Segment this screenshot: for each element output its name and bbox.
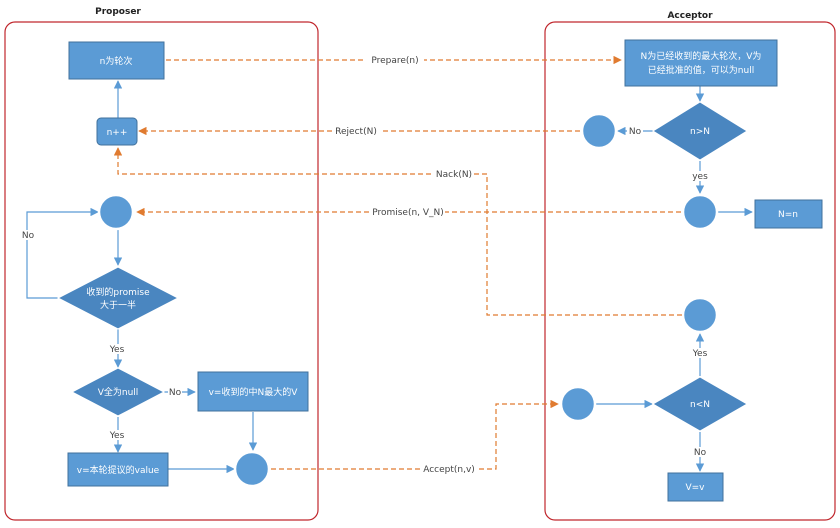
flow-promise-no-loop bbox=[26, 207, 99, 299]
set-N-label: N=n bbox=[778, 210, 798, 220]
increment-box-label: n++ bbox=[107, 128, 128, 138]
acceptor-nack-node bbox=[681, 296, 719, 334]
accept-compare-label: n<N bbox=[690, 400, 710, 410]
accept-compare-decision bbox=[651, 376, 749, 432]
accept-yes-label: Yes bbox=[692, 349, 708, 359]
acceptor-lane-title: Acceptor bbox=[667, 11, 713, 21]
promise-majority-decision bbox=[56, 266, 180, 330]
acceptor-state-label-1: N为已经收到的最大轮次，V为 bbox=[641, 50, 762, 62]
reject-message-label: Reject(N) bbox=[335, 127, 377, 137]
null-check-label: V全为null bbox=[98, 386, 139, 398]
promise-yes-label: Yes bbox=[109, 345, 125, 355]
acceptor-reject-node bbox=[580, 112, 618, 150]
proposer-lane-title: Proposer bbox=[95, 7, 141, 17]
acceptor-accept-node bbox=[559, 385, 597, 423]
set-v-max-label: v=收到的中N最大的V bbox=[209, 386, 299, 398]
set-V-box bbox=[667, 472, 724, 502]
acceptor-state-label-2: 已经批准的值，可以为null bbox=[648, 64, 754, 76]
increment-box bbox=[96, 117, 138, 146]
accept-no-label: No bbox=[694, 448, 707, 458]
accept-message-line bbox=[271, 399, 559, 470]
promise-check-label-1: 收到的promise bbox=[86, 286, 150, 298]
nack-message-label: Nack(N) bbox=[436, 170, 472, 180]
round-box-label: n为轮次 bbox=[100, 55, 133, 67]
prepare-message-label: Prepare(n) bbox=[371, 56, 418, 66]
prepare-compare-decision bbox=[652, 101, 748, 161]
proposer-receive-node bbox=[97, 193, 135, 231]
promise-no-label: No bbox=[22, 231, 35, 241]
compare-yes-label: yes bbox=[692, 172, 708, 182]
set-v-own-box bbox=[67, 452, 169, 487]
null-yes-label: Yes bbox=[109, 431, 125, 441]
promise-message-label: Promise(n, V_N) bbox=[372, 208, 444, 218]
null-check-decision bbox=[70, 367, 166, 417]
nack-message-line bbox=[113, 147, 682, 316]
set-v-own-label: v=本轮提议的value bbox=[77, 464, 160, 476]
acceptor-promise-node bbox=[681, 193, 719, 231]
proposer-send-accept-node bbox=[233, 450, 271, 488]
round-box bbox=[68, 41, 165, 80]
acceptor-state-box bbox=[624, 39, 778, 87]
proposer-lane bbox=[4, 21, 319, 521]
prepare-compare-label: n>N bbox=[690, 127, 710, 137]
acceptor-lane bbox=[544, 21, 836, 521]
accept-message-label: Accept(n,v) bbox=[423, 465, 475, 475]
null-no-label: No bbox=[169, 388, 182, 398]
set-V-label: V=v bbox=[685, 483, 705, 493]
set-v-max-box bbox=[197, 371, 309, 412]
promise-check-label-2: 大于一半 bbox=[100, 299, 136, 311]
set-N-box bbox=[754, 199, 823, 229]
compare-no-label: No bbox=[629, 127, 642, 137]
